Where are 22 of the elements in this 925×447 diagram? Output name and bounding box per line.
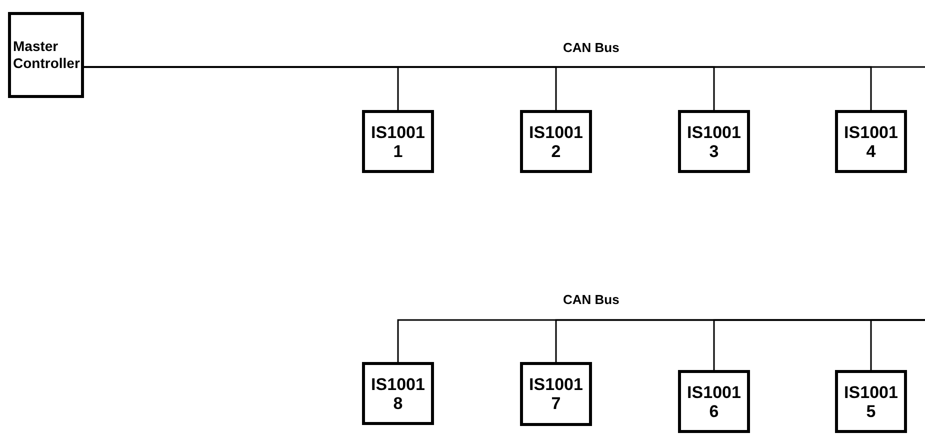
device-box <box>835 370 907 433</box>
bus-label: CAN Bus <box>563 292 620 307</box>
controller-box <box>8 12 84 98</box>
device-box <box>835 110 907 173</box>
device-label: IS1001 1 <box>370 122 426 160</box>
device-label: IS1001 7 <box>528 375 584 413</box>
device-box <box>520 362 592 426</box>
device-label: IS1001 6 <box>686 382 742 420</box>
device-box <box>520 110 592 173</box>
device-label: IS1001 3 <box>686 122 742 160</box>
device-box <box>362 362 434 425</box>
bus-label: CAN Bus <box>563 40 620 55</box>
bus-line <box>84 66 925 68</box>
device-box <box>678 370 750 433</box>
device-label: IS1001 4 <box>843 122 899 160</box>
device-label: IS1001 2 <box>528 122 584 160</box>
device-label: IS1001 8 <box>370 374 426 412</box>
device-box <box>362 110 434 173</box>
bus-line <box>870 319 925 370</box>
device-box <box>678 110 750 173</box>
device-label: IS1001 5 <box>843 382 899 420</box>
controller-label: Master Controller <box>13 38 81 72</box>
